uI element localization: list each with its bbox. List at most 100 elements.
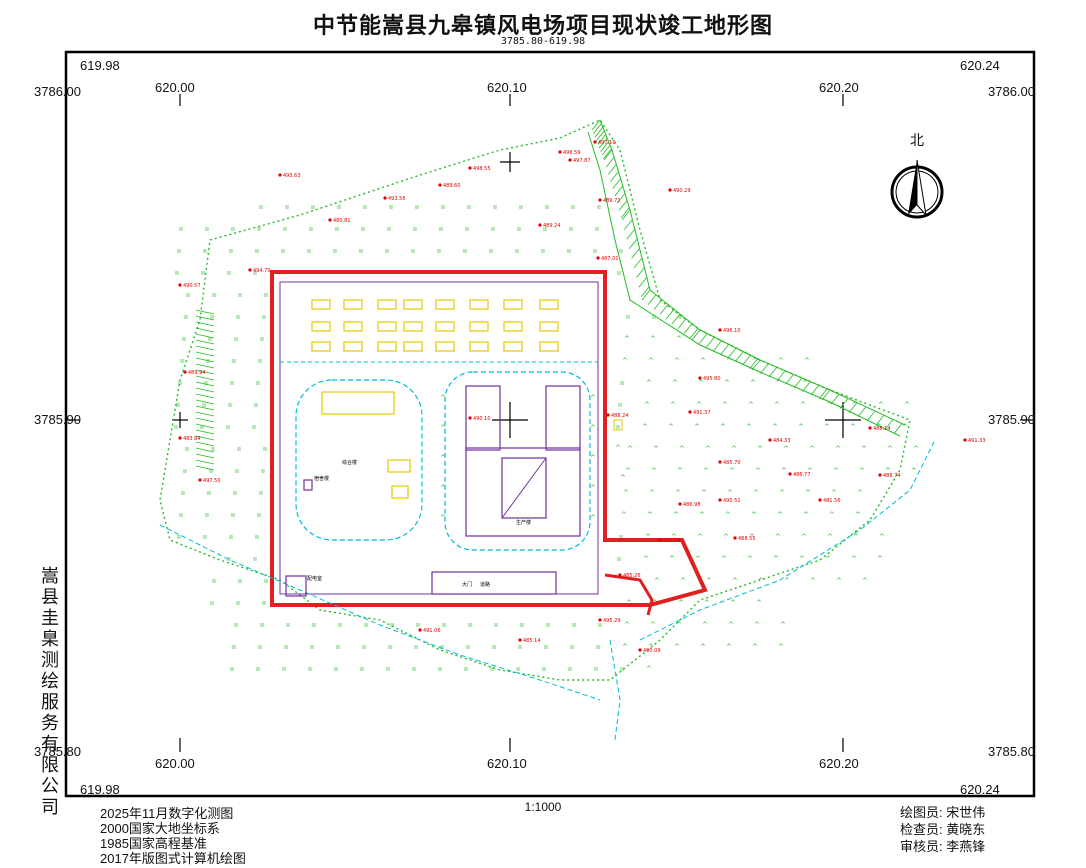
vegetation-symbol: ^ (801, 533, 807, 541)
vegetation-symbol: ıı (386, 665, 390, 673)
parking-bay (403, 321, 423, 332)
vegetation-symbol: ^ (722, 401, 728, 409)
spot-height-label: 490.57 (183, 283, 201, 289)
vegetation-symbol: ıı (179, 225, 183, 233)
vegetation-symbol: ^ (732, 577, 738, 585)
vegetation-symbol: ıı (253, 555, 257, 563)
vegetation-symbol: ıı (594, 665, 598, 673)
spot-height: 484.33 (768, 438, 791, 444)
vegetation-symbol: ıı (652, 313, 656, 321)
spot-height-label: 485.14 (523, 638, 541, 644)
vegetation-boundary (159, 119, 911, 681)
vegetation-symbol: ıı (439, 225, 443, 233)
slope-hatch (195, 345, 215, 351)
vegetation-symbol: ıı (253, 269, 257, 277)
vegetation-symbol: ıı (334, 665, 338, 673)
vegetation-symbol: ^ (861, 445, 867, 453)
slope-hatch (195, 309, 215, 315)
vegetation-symbol: ıı (568, 665, 572, 673)
spot-height: 489.94 (183, 370, 206, 376)
vegetation-symbol: ^ (624, 621, 630, 629)
vegetation-symbol: ^ (850, 423, 856, 431)
vegetation-symbol: ıı (212, 577, 216, 585)
vegetation-symbol: ıı (519, 203, 523, 211)
slope-hatch (866, 410, 876, 422)
slope-hatch (793, 377, 803, 389)
spot-height-label: 488.55 (738, 536, 756, 542)
label-hall: 配电室 (307, 575, 322, 582)
vegetation-symbol: ıı (179, 511, 183, 519)
vegetation-symbol: ^ (777, 511, 783, 519)
corner-bottom-left-easting: 619.98 (80, 782, 120, 797)
slope-hatch (195, 405, 215, 411)
vegetation-symbol: ^ (851, 555, 857, 563)
label-gate: 大门 (462, 581, 472, 588)
north-label: 北 (910, 133, 924, 149)
vegetation-symbol: ıı (236, 313, 240, 321)
map-title: 中节能嵩县九皋镇风电场项目现状竣工地形图 (312, 14, 773, 39)
slope-hatch (742, 354, 751, 366)
staff-name-drafter: 宋世伟 (946, 805, 986, 820)
vegetation-symbol: ıı (463, 247, 467, 255)
spot-height: 485.14 (518, 638, 541, 644)
vegetation-symbol: ^ (855, 511, 861, 519)
vegetation-symbol: ıı (464, 665, 468, 673)
vegetation-symbol: ıı (546, 621, 550, 629)
vegetation-symbol: ıı (619, 247, 623, 255)
slope-hatch (875, 414, 885, 426)
vegetation-symbol: ^ (807, 467, 813, 475)
vegetation-symbol: ^ (800, 401, 806, 409)
slope-hatch (195, 315, 215, 321)
vegetation-symbol: ıı (181, 489, 185, 497)
slope-hatch (638, 276, 648, 288)
vegetation-symbol: ^ (674, 357, 680, 365)
vegetation-symbol: ^ (695, 555, 701, 563)
spot-height-label: 488.74 (883, 473, 901, 479)
vegetation-symbol: ıı (518, 643, 522, 651)
vegetation-symbol: ^ (857, 489, 863, 497)
vegetation-symbol: ıı (175, 269, 179, 277)
spot-height-label: 489.60 (443, 183, 461, 189)
vegetation-symbol: ıı (257, 225, 261, 233)
spot-height: 486.77 (788, 472, 811, 478)
vegetation-symbol: ıı (567, 247, 571, 255)
vegetation-symbol: ^ (904, 401, 910, 409)
vegetation-symbol: ^ (831, 489, 837, 497)
parking-bay (377, 341, 397, 352)
slope-hatch (631, 248, 640, 259)
vegetation-symbol: ^ (731, 445, 737, 453)
vegetation-symbol: ıı (362, 643, 366, 651)
vegetation-symbol: ıı (572, 621, 576, 629)
lawn-symbol: ^ (440, 394, 446, 402)
vegetation-symbol: ^ (702, 621, 708, 629)
vegetation-symbol: ^ (622, 357, 628, 365)
slope-hatch (659, 304, 669, 315)
vegetation-symbol: ^ (778, 357, 784, 365)
vegetation-symbol: ıı (235, 467, 239, 475)
vegetation-symbol: ıı (387, 225, 391, 233)
vegetation-symbol: ıı (281, 247, 285, 255)
vegetation-symbol: ^ (772, 423, 778, 431)
vegetation-symbol: ^ (799, 555, 805, 563)
vegetation-symbol: ıı (285, 203, 289, 211)
slope-hatch (195, 453, 215, 459)
vegetation-symbol: ^ (809, 445, 815, 453)
slope-hatch (195, 459, 215, 465)
vegetation-symbol: ıı (363, 203, 367, 211)
vegetation-symbol: ıı (626, 313, 630, 321)
spot-height-label: 495.29 (603, 618, 621, 624)
vegetation-symbol: ıı (309, 225, 313, 233)
vegetation-symbol: ^ (824, 423, 830, 431)
spot-height-label: 497.87 (573, 158, 591, 164)
grid-easting-3-bottom: 620.20 (819, 756, 859, 771)
vegetation-symbol: ıı (335, 225, 339, 233)
note-survey-date: 2025年11月数字化测图 (100, 806, 234, 821)
vegetation-symbol: ıı (307, 247, 311, 255)
slope-hatch (893, 423, 903, 434)
vegetation-symbol: ^ (902, 423, 908, 431)
building-core (501, 457, 547, 519)
vegetation-symbol: ıı (255, 247, 259, 255)
slope-hatch (596, 130, 605, 142)
vegetation-symbol: ^ (705, 445, 711, 453)
building-small (303, 479, 313, 491)
